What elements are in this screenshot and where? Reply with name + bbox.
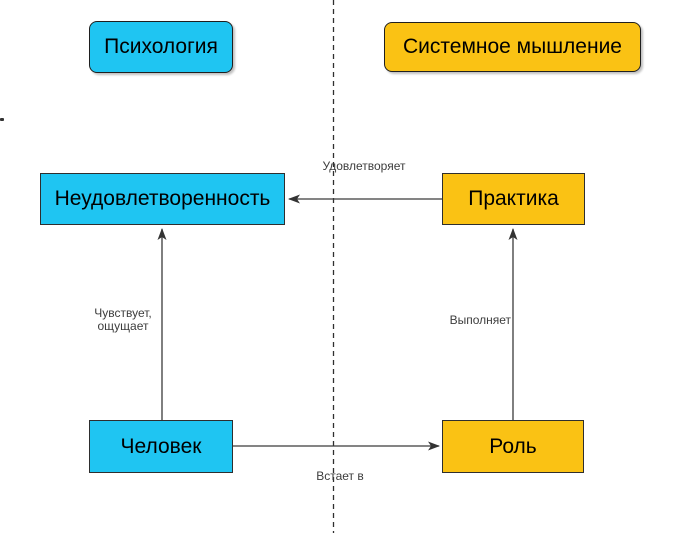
header-systems-thinking-label: Системное мышление bbox=[402, 35, 622, 58]
header-psychology-label: Психология bbox=[104, 35, 218, 58]
header-psychology: Психология bbox=[89, 21, 233, 73]
node-person-label: Человек bbox=[120, 434, 202, 458]
node-dissatisfaction: Неудовлетворенность bbox=[40, 173, 285, 225]
node-dissatisfaction-label: Неудовлетворенность bbox=[54, 187, 271, 210]
node-role: Роль bbox=[442, 420, 584, 473]
left-edge-tick bbox=[0, 118, 4, 121]
node-practice-label: Практика bbox=[468, 187, 559, 210]
node-practice: Практика bbox=[442, 173, 585, 225]
header-systems-thinking: Системное мышление bbox=[384, 22, 641, 72]
edge-feels-label: Чувствует, ощущает bbox=[94, 306, 152, 333]
node-role-label: Роль bbox=[489, 434, 537, 458]
node-person: Человек bbox=[89, 420, 233, 473]
edge-performs-label: Выполняет bbox=[449, 313, 511, 327]
edge-satisfies-label: Удовлетворяет bbox=[322, 159, 406, 173]
edge-steps-into-label: Встает в bbox=[316, 469, 364, 483]
